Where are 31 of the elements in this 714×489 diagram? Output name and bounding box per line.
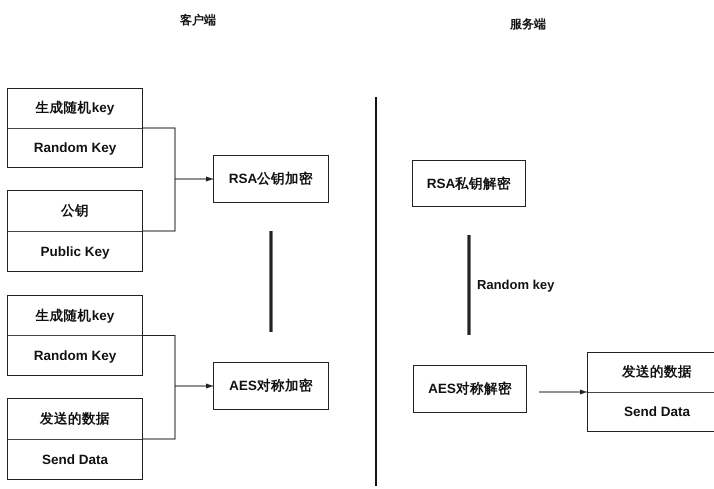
box-text: Send Data: [42, 452, 108, 467]
arrow: [538, 390, 588, 394]
split-box: [7, 295, 143, 376]
arrow: [142, 384, 214, 440]
box-text: Public Key: [40, 244, 110, 259]
connector-line: [269, 231, 273, 332]
process-box: [413, 365, 527, 413]
connector-line: [467, 235, 471, 335]
box-text: AES对称解密: [428, 380, 512, 398]
split-box: [7, 190, 143, 272]
split-box: [587, 352, 714, 432]
box-text: RSA公钥加密: [228, 170, 314, 188]
box-text: RSA私钥解密: [426, 174, 512, 192]
process-box: [213, 362, 329, 410]
column-heading: 服务端: [510, 16, 546, 33]
split-box: [7, 398, 143, 480]
arrow: [142, 176, 214, 232]
edge-label: Random key: [477, 277, 554, 292]
box-text: Send Data: [624, 404, 690, 420]
box-text: AES对称加密: [229, 377, 313, 395]
box-text: 发送的数据: [40, 410, 110, 428]
column-heading: 客户端: [180, 12, 216, 29]
split-box: [7, 88, 143, 168]
box-text: 生成随机key: [36, 99, 114, 118]
box-text: Random Key: [34, 348, 116, 363]
box-text: Random Key: [34, 140, 116, 156]
box-text: 公钥: [61, 202, 89, 220]
box-text: 生成随机key: [36, 306, 114, 324]
process-box: [213, 155, 329, 203]
process-box: [412, 160, 526, 207]
box-text: 发送的数据: [622, 363, 692, 382]
